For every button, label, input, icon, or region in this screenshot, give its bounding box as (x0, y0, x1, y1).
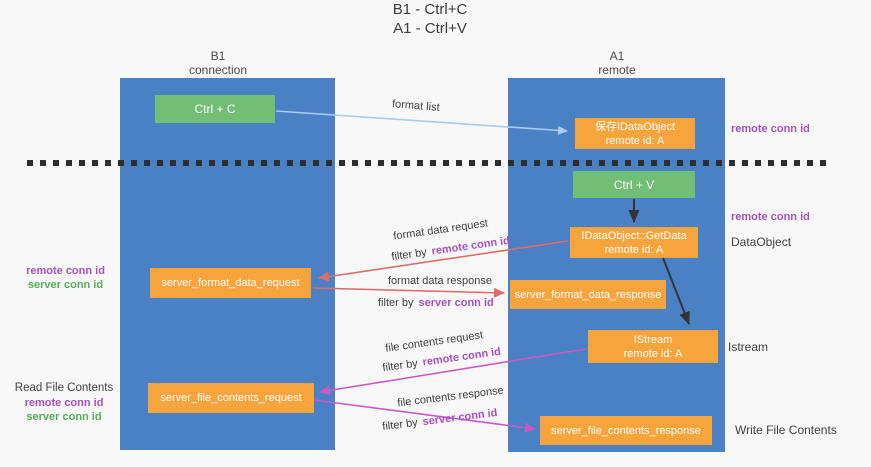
ctrl-v-box: Ctrl + V (573, 171, 695, 198)
ctrl-c-label: Ctrl + C (194, 102, 236, 116)
right-remote-conn-id-2: remote conn id (731, 211, 810, 223)
filter-by-text: filter by (378, 297, 414, 309)
remote-conn-id-text: remote conn id (421, 345, 502, 369)
filter-by-server-2: filter by server conn id (382, 407, 498, 433)
getdata-box: IDataObject::GetData remote id: A (570, 227, 698, 258)
format-data-response-arrow (312, 287, 505, 298)
format-data-response-label: format data response (388, 275, 492, 287)
file-contents-response-label: file contents response (396, 384, 505, 410)
filter-by-text: filter by (381, 416, 419, 434)
istream-side-label: Istream (728, 340, 769, 354)
right-remote-conn-id-1: remote conn id (731, 123, 810, 135)
save-dataobject-box: 保存IDataObject remote id: A (575, 118, 695, 149)
column-header-a1: A1 remote (547, 49, 687, 77)
dashed-separator (27, 160, 833, 166)
left-server-conn-id-1: server conn id (27, 279, 104, 291)
filter-by-text: filter by (381, 357, 419, 375)
format-response-label: server_format_data_response (514, 288, 662, 301)
ctrl-v-label: Ctrl + V (613, 177, 655, 192)
read-file-contents-label: Read File Contents (14, 382, 114, 394)
getdata-line1: IDataObject::GetData (581, 229, 687, 242)
left-conn-id-group-2: Read File Contents remote conn id server… (8, 381, 120, 424)
ctrl-c-box: Ctrl + C (155, 95, 275, 123)
save-dataobject-line1: 保存IDataObject (594, 120, 676, 133)
column-b1-name: B1 (210, 49, 226, 63)
format-request-label: server_format_data_request (161, 277, 300, 289)
istream-box: IStream remote id: A (588, 330, 718, 363)
file-response-label: server_file_contents_response (551, 424, 701, 437)
server-conn-id-text: server conn id (421, 406, 499, 429)
write-file-contents-label: Write File Contents (735, 423, 837, 437)
column-header-b1: B1 connection (148, 49, 288, 77)
file-request-label: server_file_contents_request (160, 392, 302, 404)
filter-by-text: filter by (390, 246, 428, 264)
getdata-line2: remote id: A (604, 243, 664, 256)
format-response-box: server_format_data_response (510, 280, 666, 309)
column-a1-name: A1 (609, 49, 625, 63)
format-list-label: format list (391, 98, 441, 114)
save-dataobject-line2: remote id: A (605, 134, 665, 147)
filter-by-server-1: filter by server conn id (378, 297, 494, 309)
file-request-box: server_file_contents_request (148, 383, 314, 413)
column-a1-subtitle: remote (598, 63, 636, 77)
diagram-title: B1 - Ctrl+C A1 - Ctrl+V (0, 0, 860, 38)
left-remote-conn-id-1: remote conn id (26, 265, 105, 277)
left-conn-id-group-1: remote conn id server conn id (13, 264, 118, 292)
server-conn-id-text: server conn id (418, 297, 494, 309)
title-line-1: B1 - Ctrl+C (392, 1, 468, 18)
left-remote-conn-id-2: remote conn id (24, 397, 104, 409)
title-line-2: A1 - Ctrl+V (393, 20, 467, 37)
remote-conn-id-text: remote conn id (430, 234, 511, 258)
format-request-box: server_format_data_request (150, 268, 311, 298)
column-b1-subtitle: connection (188, 63, 248, 77)
left-server-conn-id-2: server conn id (26, 411, 102, 423)
file-response-box: server_file_contents_response (540, 416, 712, 445)
dataobject-label: DataObject (731, 235, 792, 249)
istream-line2: remote id: A (623, 347, 683, 360)
istream-line1: IStream (633, 333, 673, 346)
